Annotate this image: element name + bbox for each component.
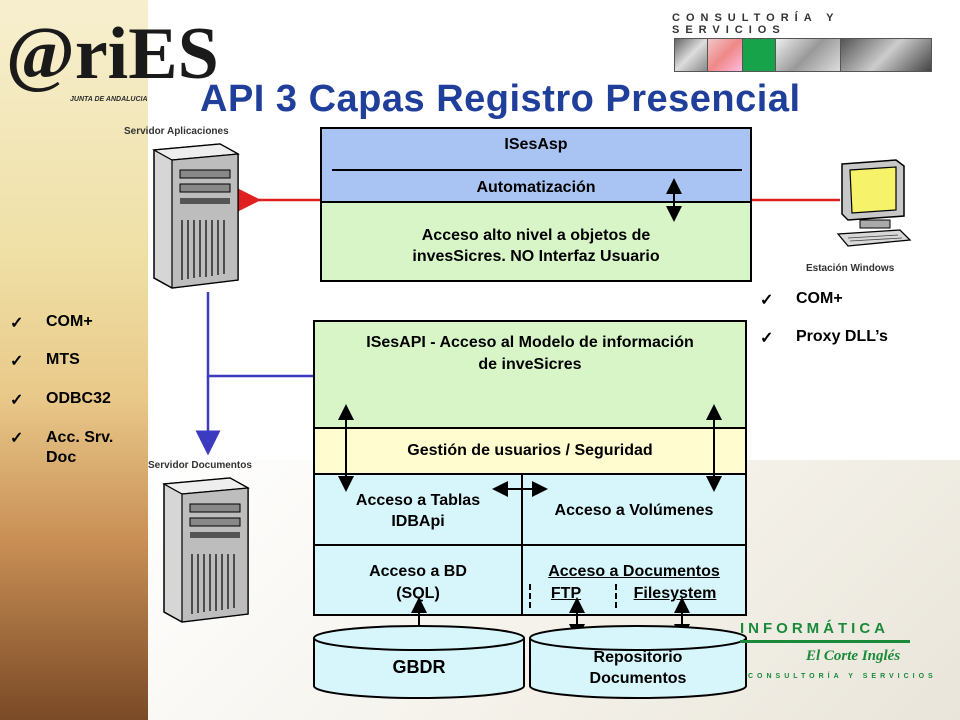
list-item: ✓ Acc. Srv. Doc [10,428,138,468]
isesapi-line2: de inveSicres [478,356,582,373]
list-item-label: COM+ [46,313,93,330]
list-item-label: COM+ [796,290,843,307]
docs-left-divider [529,584,531,608]
left-decorative-strip [0,0,148,720]
acceso-volumenes: Acceso a Volúmenes [554,502,714,519]
brand-tagline: CONSULTORÍA Y SERVICIOS [672,12,840,36]
list-item: ✓ COM+ [760,290,843,310]
list-item-label: Acc. Srv. Doc [46,429,114,466]
check-icon: ✓ [10,430,24,447]
filesystem-label: Filesystem [633,585,717,602]
list-item-label: MTS [46,351,80,368]
server-docs-label: Servidor Documentos [148,460,252,471]
list-item: ✓ COM+ [10,313,93,333]
gestion-label: Gestión de usuarios / Seguridad [407,442,653,459]
repositorio-cylinder [529,625,747,699]
check-icon: ✓ [760,292,774,309]
aries-logo-text: @riES [6,13,219,95]
acceso-bd-line2: (SQL) [396,585,440,602]
isesasp-divider [332,169,742,171]
list-item: ✓ Proxy DLL’s [760,328,888,348]
elcorteingles-brand: El Corte Inglés [806,648,901,664]
header-photo-4 [775,38,841,72]
consultoria-footer: CONSULTORÍA Y SERVICIOS [748,673,937,680]
isesasp-label: ISesAsp [504,136,568,153]
station-label: Estación Windows [806,263,895,274]
acceso-tablas-line2: IDBApi [391,513,445,530]
acceso-tablas-line1: Acceso a Tablas [355,492,481,509]
gbdr-label: GBDR [392,657,446,677]
acceso-alto-line2: invesSicres. NO Interfaz Usuario [412,248,660,265]
aries-logo: @riES [6,14,219,94]
server-apps-label: Servidor Aplicaciones [124,126,229,137]
gestion-section [315,429,745,475]
acceso-docs: Acceso a Documentos [548,563,720,580]
list-item-label: ODBC32 [46,390,111,407]
api-grid-horizontal [315,544,745,546]
header-photo-5 [840,38,932,72]
check-icon: ✓ [10,315,24,332]
isesapi-block: ISesAPI - Acceso al Modelo de informació… [313,320,747,616]
server-apps-icon [152,143,240,289]
workstation-icon [836,159,912,247]
list-item-label: Proxy DLL’s [796,328,888,345]
repositorio-line1: Repositorio [593,649,683,666]
isesapi-section [315,322,745,429]
acceso-alto-line1: Acceso alto nivel a objetos de [421,227,651,244]
informatica-brand: INFORMÁTICA [740,620,889,637]
automatizacion-label: Automatización [476,179,596,196]
list-item: ✓ ODBC32 [10,390,111,410]
acceso-bd-line1: Acceso a BD [369,563,467,580]
aries-logo-subtext: JUNTA DE ANDALUCIA [70,96,148,103]
header-photo-1 [674,38,708,72]
header-photo-2 [707,38,743,72]
ftp-fs-divider [615,584,617,608]
repositorio-line2: Documentos [589,670,687,687]
page-title: API 3 Capas Registro Presencial [200,78,801,120]
list-item: ✓ MTS [10,351,80,371]
server-docs-icon [162,477,250,623]
brand-divider [740,640,910,643]
check-icon: ✓ [10,353,24,370]
check-icon: ✓ [760,330,774,347]
isesapi-line1: ISesAPI - Acceso al Modelo de informació… [366,334,694,351]
check-icon: ✓ [10,392,24,409]
gbdr-cylinder [313,625,525,699]
